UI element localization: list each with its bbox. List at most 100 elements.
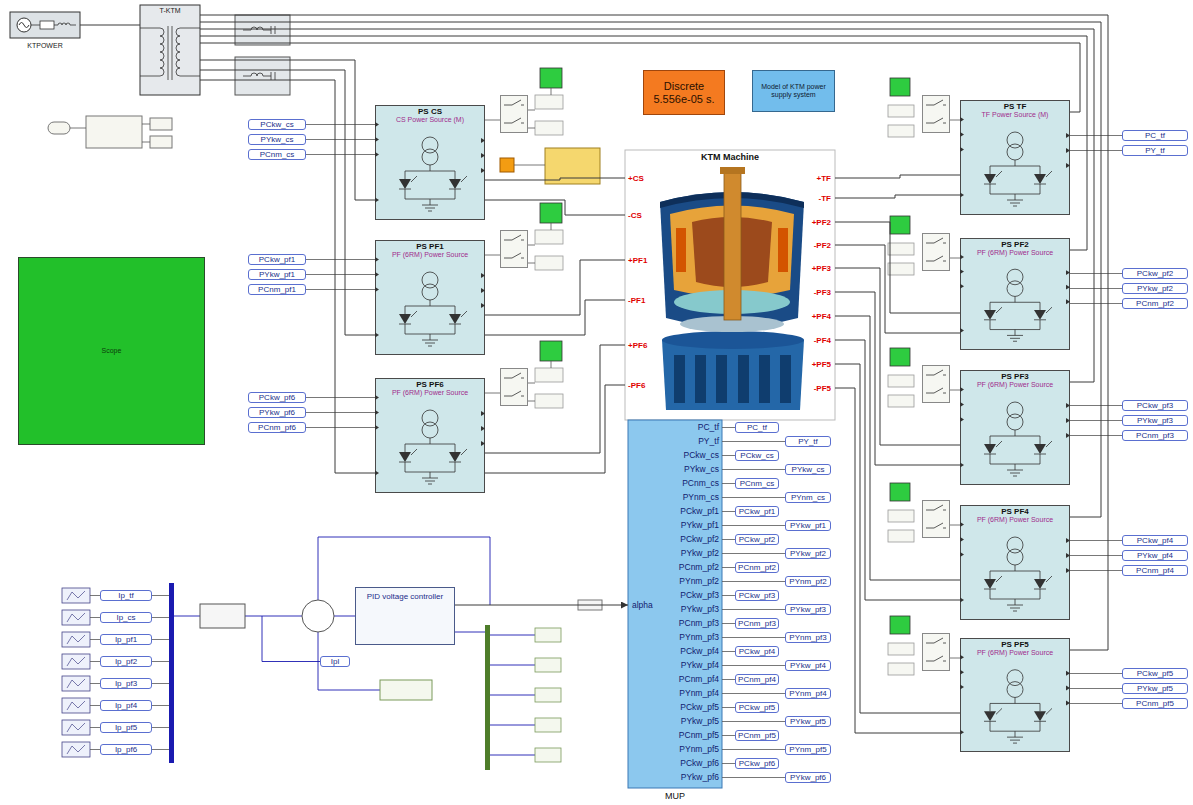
signal-tag: PCnm_cs [248,149,306,160]
wire [200,36,1087,250]
signal-tag: PCnm_pf5 [735,730,779,741]
wire [835,268,960,445]
signal-tag: PCnm_pf3 [735,618,779,629]
scope-block: Scope [18,257,205,445]
signal-tag: PCnm_pf4 [1122,565,1188,576]
port-label: PYnm_pf4 [646,688,719,699]
block-title: PS PF2 [1001,240,1029,249]
block-title: PS PF3 [1001,372,1029,381]
wire [200,29,1094,382]
block-subtitle: PF (6RM) Power Source [392,251,468,259]
port-label: +CS [628,173,644,184]
signal-tag: PCkw_pf6 [735,758,779,769]
port-label: PYkw_pf5 [646,716,719,727]
port-label: PYnm_pf3 [646,632,719,643]
signal-tag: PCkw_pf3 [1122,400,1188,411]
port-label: -PF6 [628,380,645,391]
wire [200,70,375,335]
signal-tag: Ip_pf6 [100,744,152,755]
signal-tag: Ip_pf4 [100,700,152,711]
signal-tag: PYkw_cs [785,464,831,475]
port-label: alpha [632,600,653,611]
port-label: PCkw_pf5 [646,702,719,713]
signal-tag: PCkw_pf1 [735,506,779,517]
signal-tag: PCnm_pf5 [1122,698,1188,709]
port-label: PCnm_pf4 [646,674,719,685]
signal-tag: PYkw_pf4 [1122,550,1188,561]
port-label: PYnm_pf2 [646,576,719,587]
wire [485,300,625,335]
signal-tag: PCnm_pf4 [735,674,779,685]
port-label: PY_tf [646,436,719,447]
signal-tag: PCkw_pf5 [735,702,779,713]
signal-tag: PYkw_pf2 [785,548,831,559]
port-label: +PF2 [796,217,831,228]
port-label: PYnm_cs [646,492,719,503]
signal-tag: PYkw_pf5 [785,716,831,727]
port-label: -PF5 [796,383,831,394]
port-label: -CS [628,210,642,221]
signal-tag: PCkw_cs [735,450,779,461]
block-title: KTM Machine [701,152,759,162]
power-supply-block: PS PF6PF (6RM) Power Source [375,378,485,493]
signal-tag: Ip_pf3 [100,678,152,689]
signal-tag: PYkw_pf4 [785,660,831,671]
port-label: PCnm_pf5 [646,730,719,741]
signal-tag: PCkw_pf5 [1122,668,1188,679]
block-title: PS PF5 [1001,640,1029,649]
port-label: PCkw_pf6 [646,758,719,769]
signal-tag: Ip_cs [100,612,152,623]
power-supply-block: PS TFTF Power Source (M) [960,100,1070,215]
signal-tag: PCkw_pf4 [735,646,779,657]
power-supply-block: PS CSCS Power Source (M) [375,105,485,220]
port-label: PYkw_cs [646,464,719,475]
port-label: PYkw_pf1 [646,520,719,531]
block-subtitle: PF (6RM) Power Source [977,381,1053,389]
wire [200,22,1101,517]
signal-tag: PYkw_pf6 [248,407,306,418]
block-subtitle: CS Power Source (M) [396,116,464,124]
wire [455,605,628,606]
signal-tag: PCnm_pf6 [248,422,306,433]
signal-tag: PCkw_cs [248,119,306,130]
block-title: MUP [665,791,685,801]
signal-tag: Ip_pf2 [100,656,152,667]
wire [485,260,625,315]
signal-tag: Ip_tf [100,590,152,601]
signal-tag: PYnm_pf2 [785,576,831,587]
signal-tag: PYnm_pf4 [785,688,831,699]
signal-tag: PYnm_cs [785,492,831,503]
block-title: PS TF [1004,102,1027,111]
port-label: -PF4 [796,335,831,346]
block-title: Discrete 5.556e-05 s. [646,80,722,105]
wire [200,43,1080,112]
port-label: -TF [796,193,831,204]
wire [835,340,960,600]
wire [835,195,960,198]
block-title: PID voltage controller [367,592,443,601]
wire [200,15,1108,650]
signal-tag: PYkw_pf6 [785,772,831,783]
transformer-block: T-KTM [140,5,200,95]
wire [835,316,960,580]
block-title: Scope [102,347,122,355]
port-label: +PF1 [628,255,647,266]
block-subtitle: PF (6RM) Power Source [977,249,1053,257]
port-label: +PF3 [796,263,831,274]
signal-tag: PYkw_pf5 [1122,683,1188,694]
signal-tag: PYkw_pf2 [1122,283,1188,294]
signal-tag: PC_tf [735,422,779,433]
port-label: PC_tf [646,422,719,433]
signal-tag: PYnm_pf5 [785,744,831,755]
powergui-block: Discrete 5.556e-05 s. [643,70,725,115]
block-title: PS PF6 [416,380,444,389]
signal-tag: PCnm_pf2 [1122,298,1188,309]
port-label: PCnm_pf3 [646,618,719,629]
signal-tag: PCnm_cs [735,478,779,489]
wire [835,245,960,333]
power-supply-block: PS PF1PF (6RM) Power Source [375,240,485,355]
block-subtitle: TF Power Source (M) [982,111,1049,119]
power-supply-block: PS PF2PF (6RM) Power Source [960,238,1070,350]
port-label: PCkw_pf3 [646,590,719,601]
signal-tag: PCnm_pf3 [1122,430,1188,441]
